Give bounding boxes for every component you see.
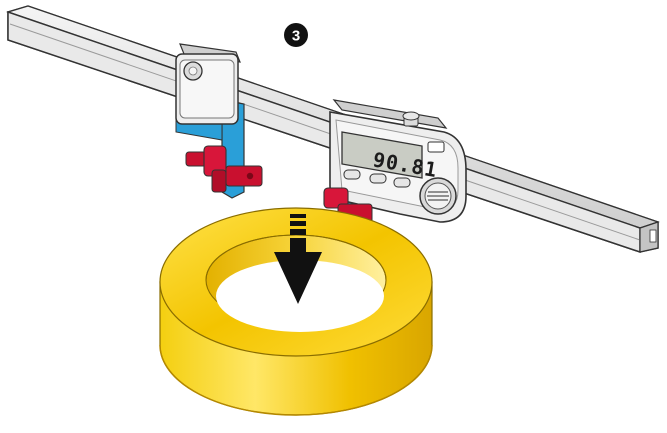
button-1[interactable]: [343, 169, 361, 180]
sliding-jaw-head: 90.81: [323, 99, 467, 245]
step-badge: 3: [284, 23, 308, 47]
left-red-clamp: [185, 145, 263, 193]
down-arrow-icon: [274, 214, 322, 304]
control-buttons: [343, 169, 411, 188]
step-number: 3: [292, 28, 300, 45]
thumb-wheel-icon: [419, 177, 457, 215]
button-3[interactable]: [393, 177, 411, 188]
fixed-jaw-head: [175, 43, 263, 199]
button-2[interactable]: [369, 173, 387, 184]
